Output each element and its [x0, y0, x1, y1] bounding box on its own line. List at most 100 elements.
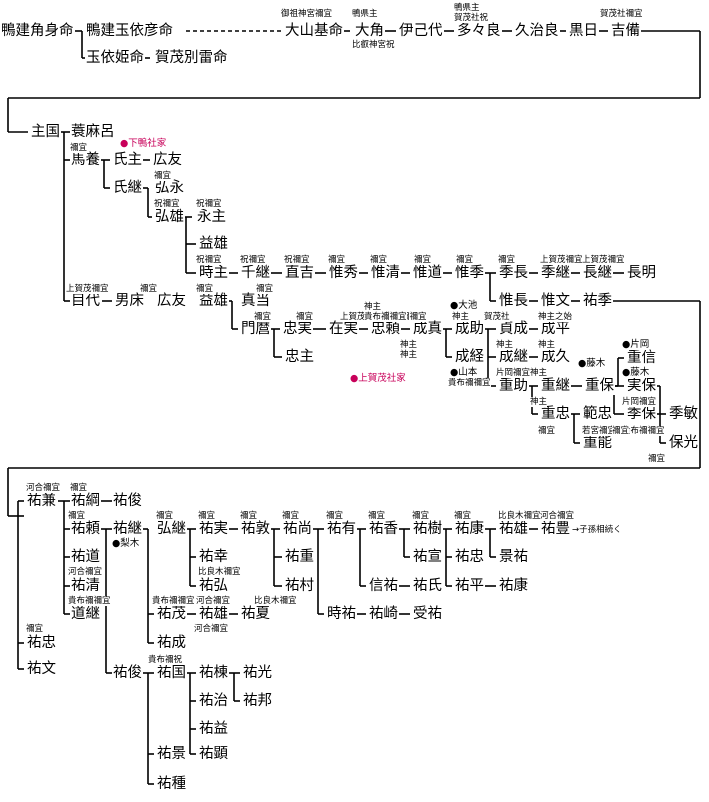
person-name: 黒日 — [568, 23, 599, 40]
person-name: 大角 — [354, 23, 385, 40]
person-name: 祐道 — [70, 549, 101, 566]
role-note: 禰宜 — [648, 454, 666, 464]
role-note: 貴布禰禰宜 — [448, 378, 491, 388]
person-name: 祐顕 — [198, 746, 229, 763]
role-note: 河合禰宜 — [26, 483, 61, 493]
person-name: 弘継 — [156, 521, 187, 538]
role-note: 禰宜 — [240, 511, 258, 521]
role-note: 神主之始 — [538, 312, 573, 322]
role-note: 禰宜 — [414, 255, 432, 265]
person-name: 祐康 — [498, 578, 529, 595]
person-name: 祐景 — [156, 746, 187, 763]
role-note: 禰宜 — [412, 511, 430, 521]
person-name: 祐清 — [70, 578, 101, 595]
role-note: 上賀茂禰宜 — [66, 284, 109, 294]
person-name: 鴨建角身命 — [0, 23, 75, 40]
person-name: 祐崎 — [368, 606, 399, 623]
branch-marker: ●藤木 — [622, 367, 650, 378]
branch-marker: ●梨木 — [112, 538, 140, 549]
person-name: 馬養 — [70, 152, 101, 169]
person-name: 祐益 — [198, 721, 229, 738]
person-name: 真当 — [240, 293, 271, 310]
person-name: 広友 — [152, 152, 183, 169]
person-name: 祐邦 — [242, 693, 273, 710]
role-note: 禰宜 — [154, 171, 172, 181]
person-name: 祐棟 — [198, 665, 229, 682]
person-name: 長継 — [582, 265, 613, 282]
clan-label: ●下鴨社家 — [120, 138, 167, 149]
role-note: 貴布禰禰宜 — [364, 312, 407, 322]
person-name: 惟文 — [540, 293, 571, 310]
role-note: 河合禰宜 — [194, 624, 229, 634]
person-name: 男床 — [114, 293, 145, 310]
role-note: 河合禰宜 — [196, 596, 231, 606]
person-name: 祐茂 — [156, 606, 187, 623]
role-note: 神主 — [538, 340, 556, 350]
role-note: 鴨県主 — [454, 3, 480, 13]
person-name: 祐俊 — [112, 665, 143, 682]
branch-marker: ●山本 — [450, 367, 478, 378]
role-note: 賀茂社祝 — [454, 13, 489, 23]
person-name: 惟季 — [454, 265, 485, 282]
person-name: 成経 — [454, 349, 485, 366]
person-name: 祐雄 — [198, 606, 229, 623]
person-name: 主国 — [30, 124, 61, 141]
clan-label: ●上賀茂社家 — [350, 373, 406, 384]
person-name: 伊己代 — [398, 23, 444, 40]
role-note: 禰宜 — [454, 511, 472, 521]
person-name: 目代 — [70, 293, 101, 310]
person-name: 貞成 — [498, 321, 529, 338]
role-note: 鴨県主 — [352, 9, 378, 19]
person-name: 祐綱 — [70, 493, 101, 510]
role-note: 神主 — [530, 397, 548, 407]
person-name: 惟道 — [412, 265, 443, 282]
person-name: 祐平 — [454, 578, 485, 595]
person-name: 祐樹 — [412, 521, 443, 538]
role-note: 貴布禰禰宜 — [152, 596, 195, 606]
role-note: 上賀茂禰宜 — [540, 255, 583, 265]
person-name: 賀茂別雷命 — [154, 50, 229, 67]
person-name: 重忠 — [540, 406, 571, 423]
person-name: 季長 — [498, 265, 529, 282]
person-name: 忠頼 — [370, 321, 401, 338]
role-note: 神主 — [452, 312, 470, 322]
person-name: 祐成 — [156, 635, 187, 652]
role-note: 禰宜 — [196, 284, 214, 294]
person-name: 祐国 — [156, 665, 187, 682]
person-name: 玉依姫命 — [85, 50, 145, 67]
role-note: 貴布禰禰宜 — [68, 596, 111, 606]
person-name: 益雄 — [198, 236, 229, 253]
person-name: 氏継 — [112, 180, 143, 197]
person-name: 祐兼 — [26, 493, 57, 510]
role-note: 神主 — [400, 340, 418, 350]
person-name: 鴨建玉依彦命 — [85, 23, 174, 40]
person-name: 祐雄 — [498, 521, 529, 538]
role-note: 貴布禰禰宜 — [622, 426, 665, 436]
person-name: 実保 — [626, 378, 657, 395]
role-note: 禰宜 — [68, 511, 86, 521]
role-note: 神主 — [364, 302, 382, 312]
person-name: 弘雄 — [154, 209, 185, 226]
role-note: 貴布禰祝 — [148, 655, 183, 665]
person-name: 重能 — [582, 435, 613, 452]
person-name: 祐忠 — [454, 549, 485, 566]
role-note: 祝禰宜 — [154, 199, 180, 209]
role-note: 禰宜 — [538, 426, 556, 436]
role-note: 比良木禰宜 — [198, 567, 241, 577]
person-name: 季敏 — [668, 406, 699, 423]
person-name: 千継 — [240, 265, 271, 282]
person-name: 範忠 — [582, 406, 613, 423]
person-name: 祐重 — [284, 549, 315, 566]
branch-marker: ●藤木 — [578, 358, 606, 369]
role-note: 片岡禰宜 — [622, 397, 657, 407]
person-name: 重信 — [626, 350, 657, 367]
person-name: 信祐 — [368, 578, 399, 595]
person-name: 重保 — [584, 378, 615, 395]
person-name: 受祐 — [412, 606, 443, 623]
role-note: 神主 — [400, 350, 418, 360]
role-note: 禰宜 — [256, 284, 274, 294]
person-name: 祐尚 — [282, 521, 313, 538]
person-name: 忠実 — [282, 321, 313, 338]
person-name: 祐忠 — [26, 635, 57, 652]
